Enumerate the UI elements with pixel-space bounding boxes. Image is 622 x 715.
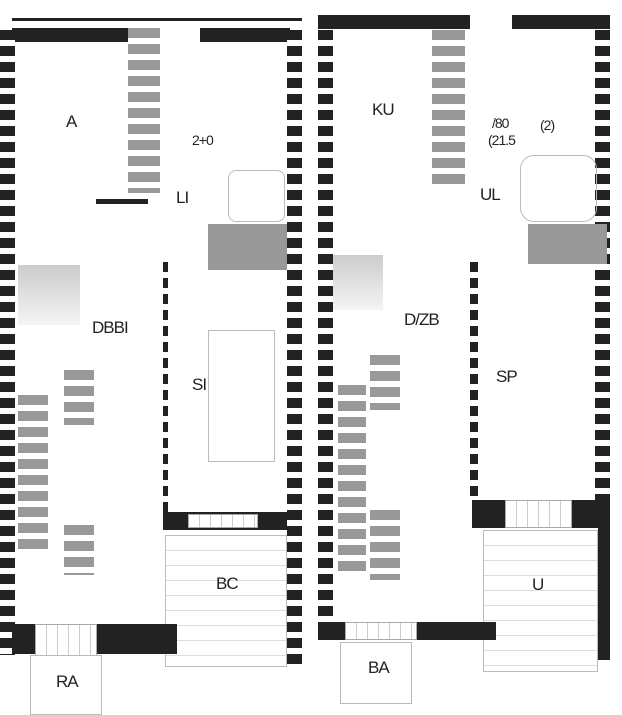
wall xyxy=(512,15,610,29)
window xyxy=(35,624,97,656)
room-label: LI xyxy=(176,188,189,207)
wall xyxy=(12,28,160,42)
partition-wall xyxy=(432,30,465,190)
room-label: BC xyxy=(216,574,239,593)
wall xyxy=(0,30,15,655)
wall xyxy=(470,262,478,502)
sofa xyxy=(18,265,80,325)
room-label: SI xyxy=(192,375,207,394)
storage xyxy=(528,224,607,264)
storage xyxy=(208,224,287,270)
room-code: 2+0 xyxy=(192,132,214,148)
cabinet xyxy=(64,370,94,425)
cabinet xyxy=(64,525,94,575)
bathtub xyxy=(228,170,285,222)
balcony xyxy=(483,530,598,672)
room-label: SP xyxy=(496,367,518,386)
area-label: /80 xyxy=(492,115,509,131)
window xyxy=(345,622,417,640)
window xyxy=(188,514,258,528)
area-label: (21.5 xyxy=(488,132,516,148)
bed xyxy=(208,330,275,462)
wall xyxy=(598,500,610,660)
wall xyxy=(200,28,290,42)
cabinet xyxy=(370,510,400,580)
room-label: BA xyxy=(368,658,390,677)
balcony xyxy=(165,535,287,667)
cabinet xyxy=(18,395,48,555)
terrace xyxy=(340,642,412,704)
cabinet xyxy=(370,355,400,410)
room-number: (2) xyxy=(540,117,555,133)
room-label: UL xyxy=(480,185,501,204)
wall xyxy=(12,18,302,21)
partition-wall xyxy=(128,28,160,193)
wall xyxy=(595,30,610,500)
room-label: D/ZB xyxy=(404,310,440,329)
room-label: A xyxy=(66,112,77,131)
bathtub xyxy=(520,155,597,222)
wall xyxy=(318,15,470,29)
wall xyxy=(287,30,302,670)
room-label: DBBI xyxy=(92,318,129,337)
wall xyxy=(163,262,168,512)
room-label: U xyxy=(532,575,544,594)
room-label: RA xyxy=(56,672,79,691)
room-label: KU xyxy=(372,100,395,119)
wall xyxy=(318,30,333,640)
cabinet xyxy=(338,385,366,575)
sofa xyxy=(333,255,383,310)
window xyxy=(505,500,572,528)
wall xyxy=(96,199,148,204)
